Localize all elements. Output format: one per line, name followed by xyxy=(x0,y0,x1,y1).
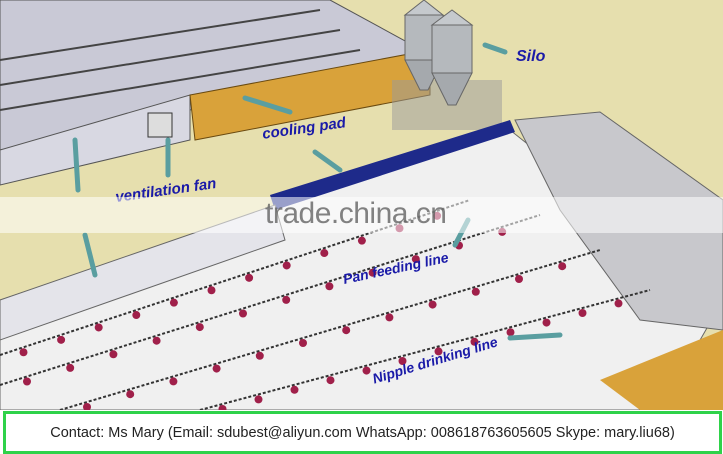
feeder-pan xyxy=(212,364,221,373)
feeder-pan xyxy=(506,328,515,337)
feeder-pan xyxy=(282,261,291,270)
feeder-pan xyxy=(357,236,366,245)
feeder-pan xyxy=(428,300,437,309)
back-house-cages xyxy=(0,9,361,111)
silo-group xyxy=(392,0,502,130)
arrow-cooling-pad-2 xyxy=(312,149,343,173)
feeder-pan xyxy=(515,275,523,283)
feeder-pan xyxy=(282,295,291,304)
feeder-pan xyxy=(132,311,141,320)
feeder-pan xyxy=(299,339,307,347)
feeder-pan xyxy=(169,298,178,307)
watermark-text: trade.china.cn xyxy=(265,197,447,230)
feeder-pan xyxy=(23,377,31,386)
feeder-pan xyxy=(245,273,254,282)
line-rail xyxy=(0,214,541,386)
feeder-pan xyxy=(398,357,407,365)
front-wall xyxy=(600,330,723,410)
feeder-pan xyxy=(434,347,443,356)
feeder-pan xyxy=(325,282,334,291)
feeder-pan xyxy=(19,348,28,357)
main-house-roof-edge xyxy=(270,120,515,210)
feeder-pan xyxy=(385,313,394,322)
feeder-pan xyxy=(57,335,66,344)
ventilation-fan-unit xyxy=(147,112,173,138)
feeder-pan xyxy=(411,255,420,264)
feeder-pan xyxy=(169,377,178,386)
arrow-fan-3 xyxy=(82,232,98,278)
feeder-pan xyxy=(542,318,551,327)
line-rail xyxy=(59,249,601,410)
feeder-pan xyxy=(126,390,135,399)
contact-text: Contact: Ms Mary (Email: sdubest@aliyun.… xyxy=(50,424,675,441)
contact-footer: Contact: Ms Mary (Email: sdubest@aliyun.… xyxy=(3,411,722,454)
feeder-pan xyxy=(207,286,216,295)
line-rail xyxy=(199,289,651,410)
feeder-pan xyxy=(578,309,587,317)
watermark-band xyxy=(0,197,723,233)
feeder-pan xyxy=(255,351,264,360)
feeder-pan xyxy=(218,405,227,410)
feeder-pan xyxy=(362,366,371,375)
feeder-pan xyxy=(470,337,479,346)
arrow-cooling-pad xyxy=(242,95,293,115)
feeder-pan xyxy=(326,376,335,385)
back-house-wall xyxy=(0,94,191,186)
arrow-nipple xyxy=(507,332,563,341)
feeder-pan xyxy=(239,309,247,318)
arrow-fan-2 xyxy=(72,137,81,193)
feeder-pan xyxy=(290,385,299,394)
feeder-pan xyxy=(342,326,351,335)
feeder-pan xyxy=(152,336,161,345)
main-house-side-wall xyxy=(0,204,286,341)
arrow-silo xyxy=(482,42,508,55)
feeder-pan xyxy=(195,323,204,332)
feeder-pan xyxy=(614,299,623,308)
feeder-pan xyxy=(368,268,377,277)
feeder-pan xyxy=(558,262,567,271)
feeder-pan xyxy=(320,249,329,258)
feeder-pan xyxy=(94,323,103,332)
feeder-pan xyxy=(254,395,263,404)
feeder-pan xyxy=(471,287,480,296)
feeder-pan xyxy=(109,350,118,359)
feeder-pan xyxy=(66,363,75,372)
label-silo: Silo xyxy=(516,48,546,65)
feeder-pan xyxy=(83,403,91,410)
